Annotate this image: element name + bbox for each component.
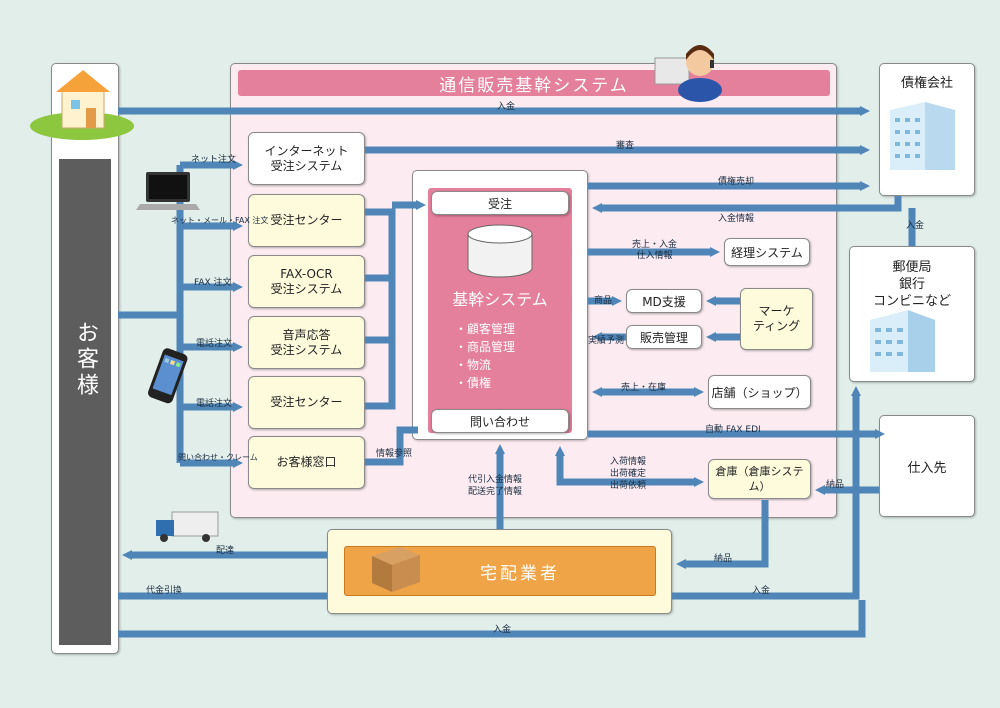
warehouse: 倉庫（倉庫システム） (708, 459, 811, 499)
label-cod: 代金引換 (146, 586, 183, 596)
box-icon (372, 547, 420, 592)
arrow-warehouse-to-delivery (676, 500, 769, 569)
laptop-icon (136, 172, 200, 210)
internet-order-system: インターネット 受注システム (248, 132, 365, 185)
core-item: ・顧客管理 (455, 322, 516, 336)
building-icon (890, 102, 955, 170)
post-line3: コンビニなど (872, 294, 951, 309)
voice-response-system: 音声応答 受注システム (248, 316, 365, 369)
label-payment-info: 入金情報 (718, 214, 755, 224)
supplier-panel: 仕入先 (879, 415, 975, 517)
label-warehouse-info: 入荷情報 出荷確定 出荷依頼 (610, 457, 647, 491)
post-line2: 銀行 (898, 277, 925, 292)
label-sales-payment: 売上・入金 仕入情報 (632, 240, 678, 261)
customer-window: お客様窓口 (248, 436, 365, 489)
customer-bar (59, 159, 111, 645)
label-inquiry-claim: 問い合わせ・クレーム (178, 453, 258, 462)
fax-ocr-system: FAX-OCR 受注システム (248, 255, 365, 308)
label-phone-order1: 電話注文 (196, 339, 233, 349)
smartphone-icon (148, 348, 188, 404)
label-net-mail-fax: ネット・メール・FAX 注文 (171, 216, 269, 225)
operator-icon (654, 45, 722, 102)
core-item: ・債権 (455, 376, 492, 390)
accounting-system: 経理システム (724, 238, 810, 266)
sales-management: 販売管理 (626, 325, 702, 349)
arrow-payment-info (592, 196, 902, 213)
core-item: ・物流 (455, 358, 492, 372)
marketing: マーケ ティング (740, 288, 813, 350)
core-items: ・顧客管理 ・商品管理 ・物流 ・債権 (455, 320, 565, 392)
core-inquiry-box: 問い合わせ (431, 409, 569, 433)
core-item: ・商品管理 (455, 340, 516, 354)
order-center-1: 受注センター (248, 194, 365, 247)
label-auto-fax: 自動 FAX EDI (705, 425, 761, 435)
label-product: 商品 (594, 296, 613, 306)
label-delivery-goods2: 納品 (714, 554, 733, 564)
truck-icon (156, 511, 219, 542)
arrow-delivery-payment (672, 386, 861, 600)
label-info-ref: 情報参照 (376, 449, 413, 459)
merge-to-core (365, 208, 396, 410)
credit-company-label: 債権会社 (900, 76, 953, 91)
label-dispatch: 配達 (216, 546, 235, 556)
md-support: MD支援 (626, 289, 702, 313)
label-payment-top: 入金 (497, 102, 516, 112)
post-bank-label: 郵便局 銀行 コンビニなど (849, 259, 975, 310)
post-line1: 郵便局 (892, 260, 932, 275)
core-title: 基幹システム (452, 290, 548, 309)
database-icon (467, 224, 533, 278)
label-review: 審査 (616, 141, 635, 151)
order-center-2: 受注センター (248, 376, 365, 429)
bank-building-icon (870, 310, 935, 372)
label-delivery-goods1: 納品 (826, 480, 845, 490)
arrow-payment-bottom (118, 600, 866, 638)
house-icon (30, 70, 134, 140)
label-payment-bottom1: 入金 (752, 586, 771, 596)
label-sales-stock: 売上・在庫 (621, 383, 667, 393)
label-receivable-sale: 債権売却 (718, 177, 755, 187)
label-phone-order2: 電話注文 (196, 399, 233, 409)
label-payment-bottom2: 入金 (493, 625, 512, 635)
label-payment-right: 入金 (906, 221, 925, 231)
label-cod-info: 代引入金情報 配送完了情報 (468, 475, 523, 497)
label-forecast: 実績予測 (588, 336, 625, 346)
core-order-box: 受注 (431, 191, 569, 215)
store-shop: 店舗（ショップ） (708, 375, 811, 409)
arrow-info-ref (365, 426, 418, 466)
system-title-bar: 通信販売基幹システム (238, 70, 830, 96)
label-net-order: ネット注文 (191, 155, 237, 165)
label-fax-order: FAX 注文 (194, 278, 232, 288)
customer-label: お客様 (73, 321, 98, 399)
